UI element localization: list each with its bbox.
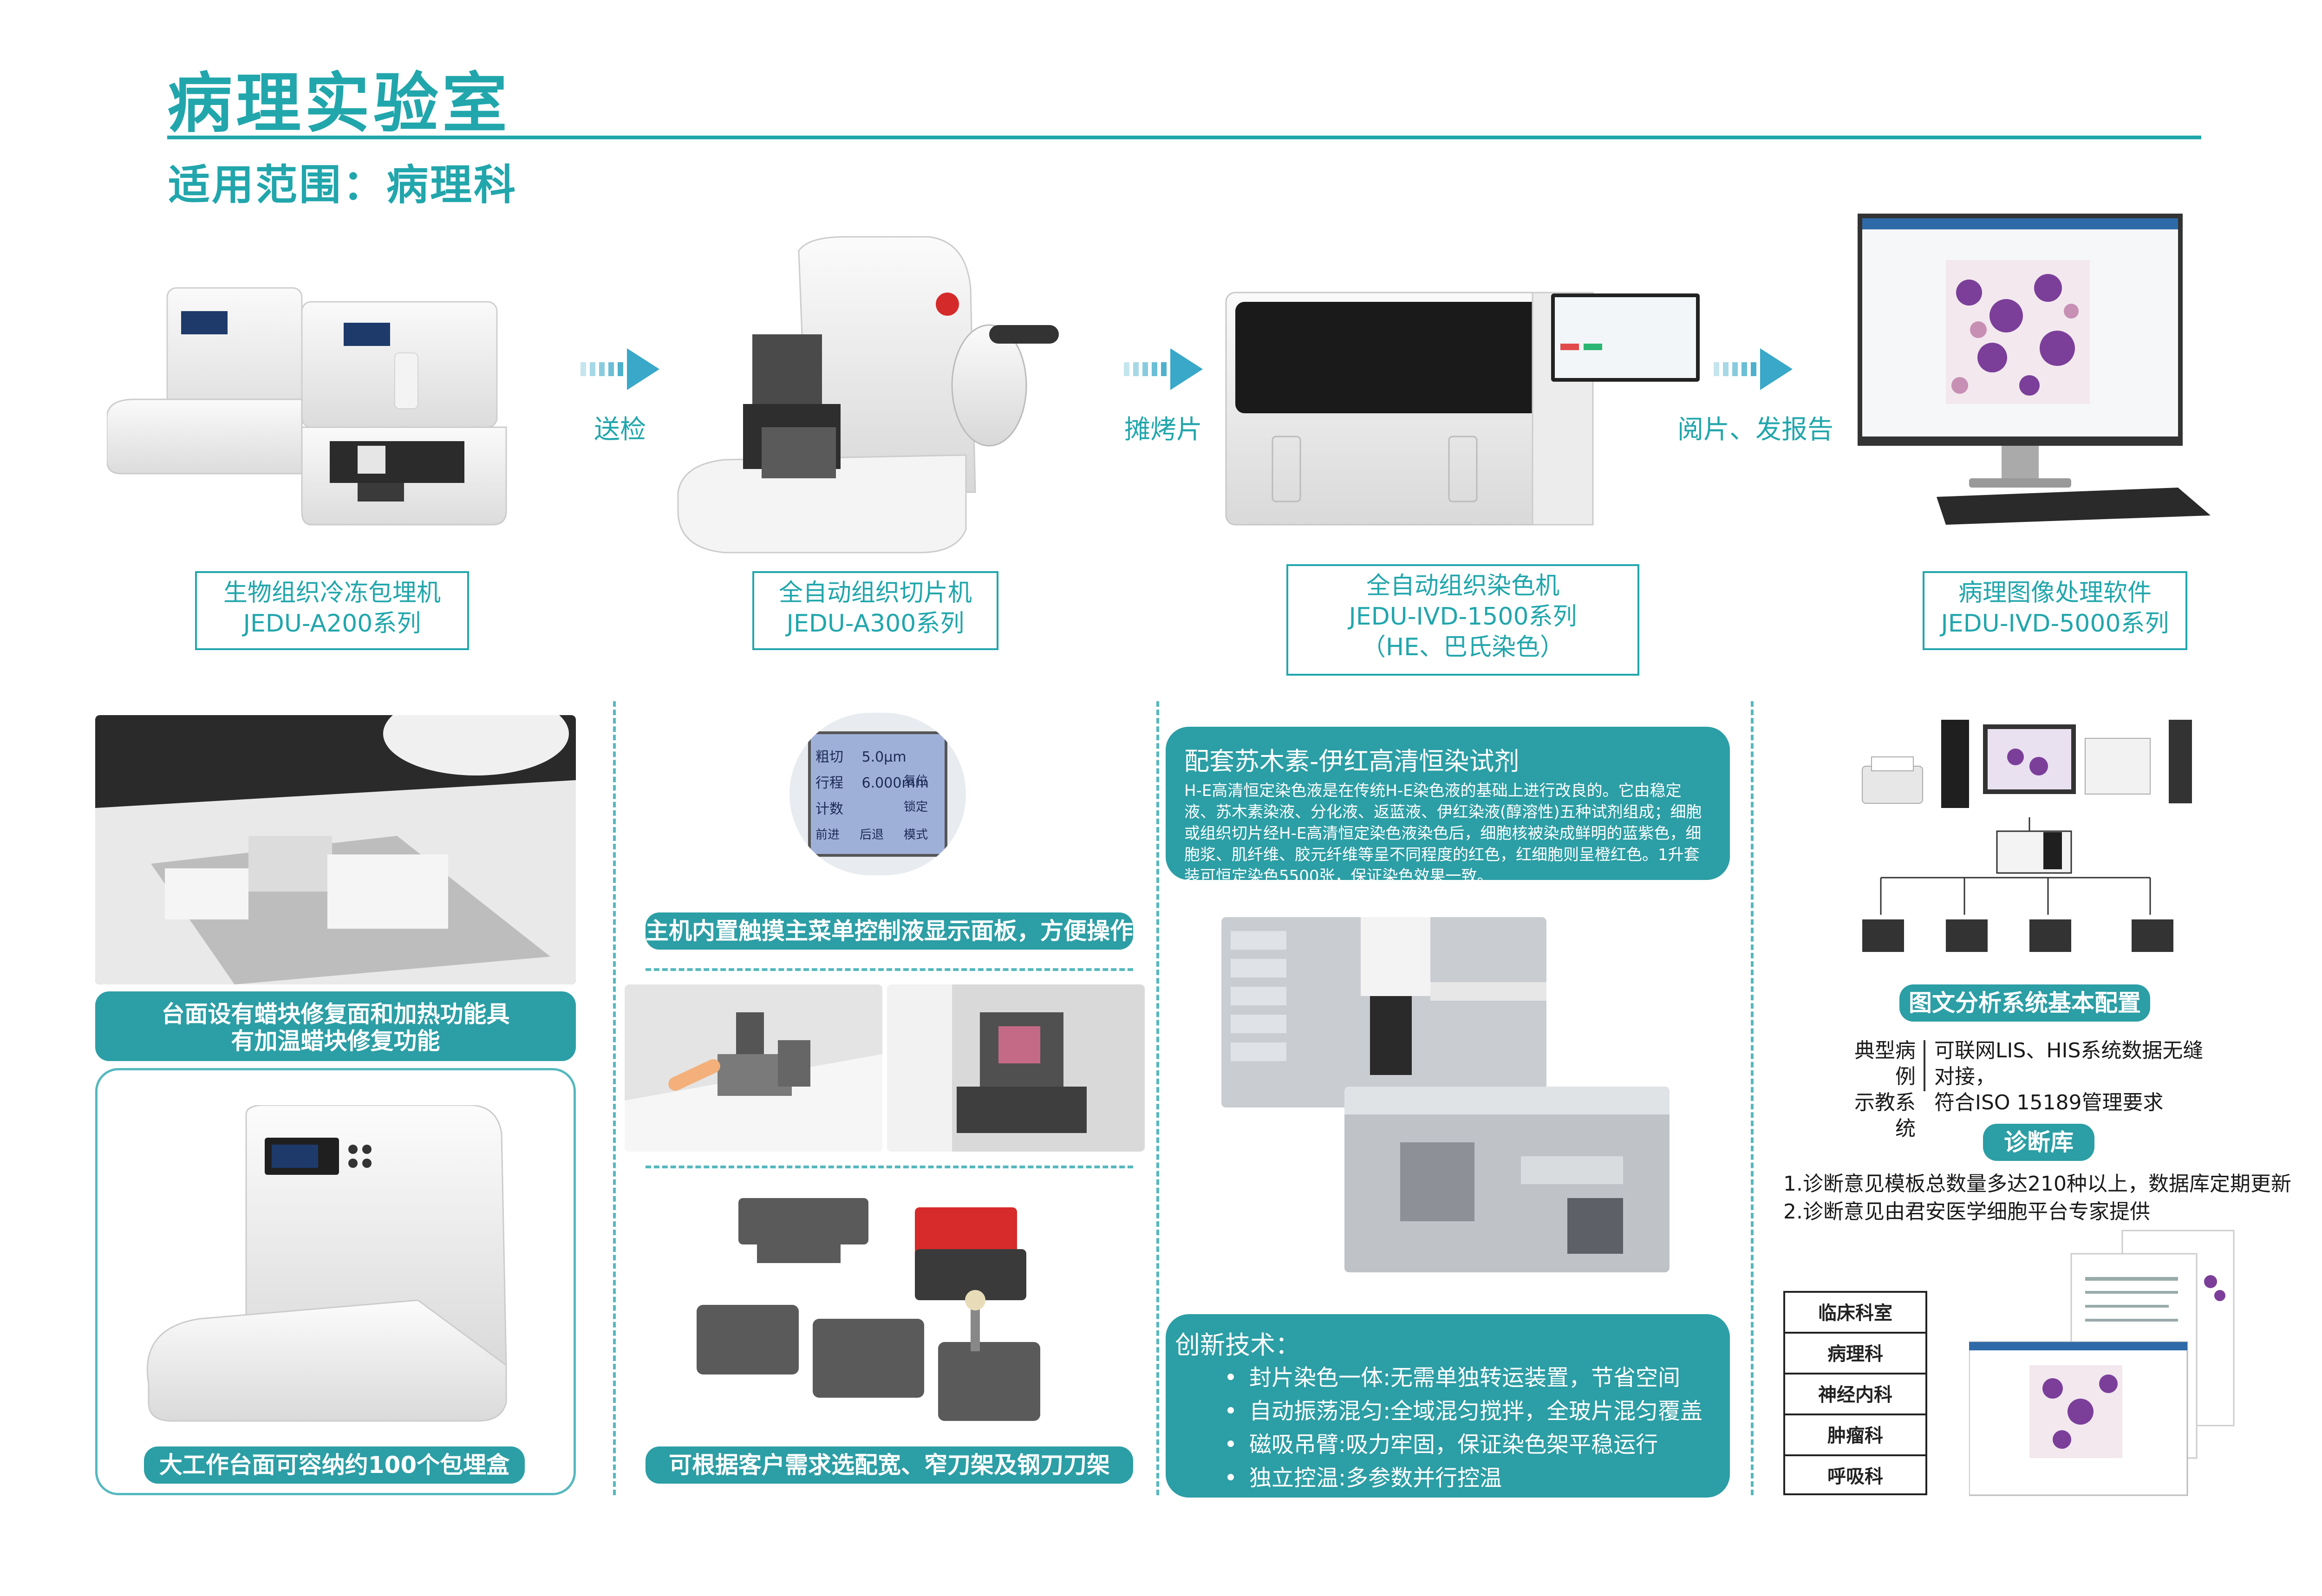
column-divider xyxy=(1751,701,1754,1495)
lcd-label: 计数 xyxy=(815,801,843,817)
diagnosis-library-tag: 诊断库 xyxy=(1983,1124,2094,1161)
department-list: 临床科室 病理科 神经内科 肿瘤科 呼吸科 xyxy=(1783,1291,1927,1495)
knife-holders-image xyxy=(697,1189,1059,1430)
knife-holder-photo-2 xyxy=(887,984,1145,1152)
innovation-panel: 创新技术： •封片染色一体:无需单独转运装置，节省空间 •自动振荡混匀:全域混匀… xyxy=(1166,1314,1730,1498)
product-box-4: 病理图像处理软件 JEDU-IVD-5000系列 xyxy=(1923,571,2187,650)
innovation-item: •磁吸吊臂:吸力牢固，保证染色架平稳运行 xyxy=(1224,1432,1658,1458)
software-monitor-image xyxy=(1853,209,2220,525)
embedder-caption-2: 大工作台面可容纳约100个包埋盒 xyxy=(144,1446,525,1484)
lcd-label: 行程 xyxy=(815,775,843,791)
page-subtitle: 适用范围：病理科 xyxy=(168,161,517,209)
diagnosis-library-list: 1.诊断意见模板总数量多达210种以上，数据库定期更新 2.诊断意见由君安医学细… xyxy=(1783,1170,2294,1226)
arrow-right-icon xyxy=(1124,348,1203,392)
section-divider xyxy=(646,968,1133,971)
product-model: JEDU-IVD-1500系列 xyxy=(1349,603,1577,631)
product-extra: （HE、巴氏染色） xyxy=(1362,633,1564,661)
reagent-text: H-E高清恒定染色液是在传统H-E染色液的基础上进行改良的。它由稳定液、苏木素染… xyxy=(1184,782,1702,886)
embedder-caption-1: 台面设有蜡块修复面和加热功能具有加温蜡块修复功能 xyxy=(95,991,576,1061)
embedder-image xyxy=(106,279,525,539)
step-label-3: 阅片、发报告 xyxy=(1677,415,1833,445)
column-divider xyxy=(613,701,616,1495)
product-name: 生物组织冷冻包埋机 xyxy=(223,579,441,607)
product-name: 病理图像处理软件 xyxy=(1958,579,2152,607)
step-label-2: 摊烤片 xyxy=(1124,415,1202,445)
teaching-system-left: 典型病例 示教系统 xyxy=(1854,1039,1916,1140)
microtome-image xyxy=(669,232,1087,557)
teaching-system-right: 可联网LIS、HIS系统数据无缝对接， 符合ISO 15189管理要求 xyxy=(1934,1039,2204,1114)
lcd-button[interactable]: 复位 xyxy=(904,774,928,788)
embedder-workbench-image xyxy=(135,1104,525,1430)
microtome-caption-1: 主机内置触摸主菜单控制液显示面板，方便操作 xyxy=(646,912,1133,950)
reagent-title: 配套苏木素-伊红高清恒染试剂 xyxy=(1184,747,1520,776)
microtome-caption-2: 可根据客户需求选配宽、窄刀架及钢刀刀架 xyxy=(646,1446,1133,1484)
stainer-interior-photo-1 xyxy=(1221,917,1546,1107)
innovation-item: •自动振荡混匀:全域混匀搅拌，全玻片混匀覆盖 xyxy=(1224,1398,1703,1424)
library-item: 1.诊断意见模板总数量多达210种以上，数据库定期更新 xyxy=(1783,1172,2291,1196)
stainer-image xyxy=(1217,283,1700,543)
product-box-1: 生物组织冷冻包埋机 JEDU-A200系列 xyxy=(195,571,469,650)
product-name: 全自动组织染色机 xyxy=(1366,572,1559,600)
product-box-3: 全自动组织染色机 JEDU-IVD-1500系列 （HE、巴氏染色） xyxy=(1286,564,1639,676)
column-divider xyxy=(1156,701,1159,1495)
page-title: 病理实验室 xyxy=(167,66,511,142)
innovation-title: 创新技术： xyxy=(1175,1330,1300,1360)
lcd-button[interactable]: 锁定 xyxy=(904,800,928,814)
lcd-label: 粗切 xyxy=(815,749,843,765)
department-item: 病理科 xyxy=(1785,1334,1925,1375)
step-label-1: 送检 xyxy=(594,415,646,445)
department-item: 临床科室 xyxy=(1785,1293,1925,1334)
lcd-unit: μm xyxy=(884,749,907,765)
embedder-workbench-box xyxy=(95,1068,576,1495)
lcd-value: 6.000 xyxy=(861,775,902,791)
product-name: 全自动组织切片机 xyxy=(778,579,972,607)
lcd-button[interactable]: 前进 xyxy=(815,828,840,842)
product-model: JEDU-A200系列 xyxy=(243,610,421,638)
library-item: 2.诊断意见由君安医学细胞平台专家提供 xyxy=(1783,1200,2150,1224)
knife-holder-photo-1 xyxy=(625,984,882,1152)
system-config-diagram xyxy=(1853,710,2206,971)
lcd-button[interactable]: 后退 xyxy=(860,828,884,842)
reagent-panel: 配套苏木素-伊红高清恒染试剂 H-E高清恒定染色液是在传统H-E染色液的基础上进… xyxy=(1166,727,1730,886)
lcd-value: 5.0 xyxy=(861,749,884,765)
product-model: JEDU-IVD-5000系列 xyxy=(1941,610,2169,638)
product-model: JEDU-A300系列 xyxy=(786,610,965,638)
lcd-button[interactable]: 模式 xyxy=(904,828,928,842)
section-divider xyxy=(646,1166,1133,1168)
embedder-detail-photo xyxy=(95,715,576,984)
microtome-lcd-panel: 粗切 5.0μm 行程 6.000mm 计数 锁定 前进 后退 模式 复位 xyxy=(789,713,966,875)
innovation-item: •封片染色一体:无需单独转运装置，节省空间 xyxy=(1224,1365,1681,1391)
teaching-divider xyxy=(1924,1040,1925,1091)
arrow-right-icon xyxy=(580,348,659,392)
innovation-item: •独立控温:多参数并行控温 xyxy=(1224,1465,1502,1491)
title-divider xyxy=(167,136,2201,139)
department-item: 神经内科 xyxy=(1785,1375,1925,1415)
system-config-tag: 图文分析系统基本配置 xyxy=(1899,984,2150,1022)
arrow-right-icon xyxy=(1714,348,1793,392)
department-item: 呼吸科 xyxy=(1827,1466,1883,1487)
product-box-2: 全自动组织切片机 JEDU-A300系列 xyxy=(752,571,998,650)
stainer-interior-photo-2 xyxy=(1344,1087,1670,1272)
department-item: 肿瘤科 xyxy=(1785,1415,1925,1456)
report-documents-image xyxy=(1968,1226,2238,1505)
lcd-unit: mm xyxy=(901,775,929,791)
